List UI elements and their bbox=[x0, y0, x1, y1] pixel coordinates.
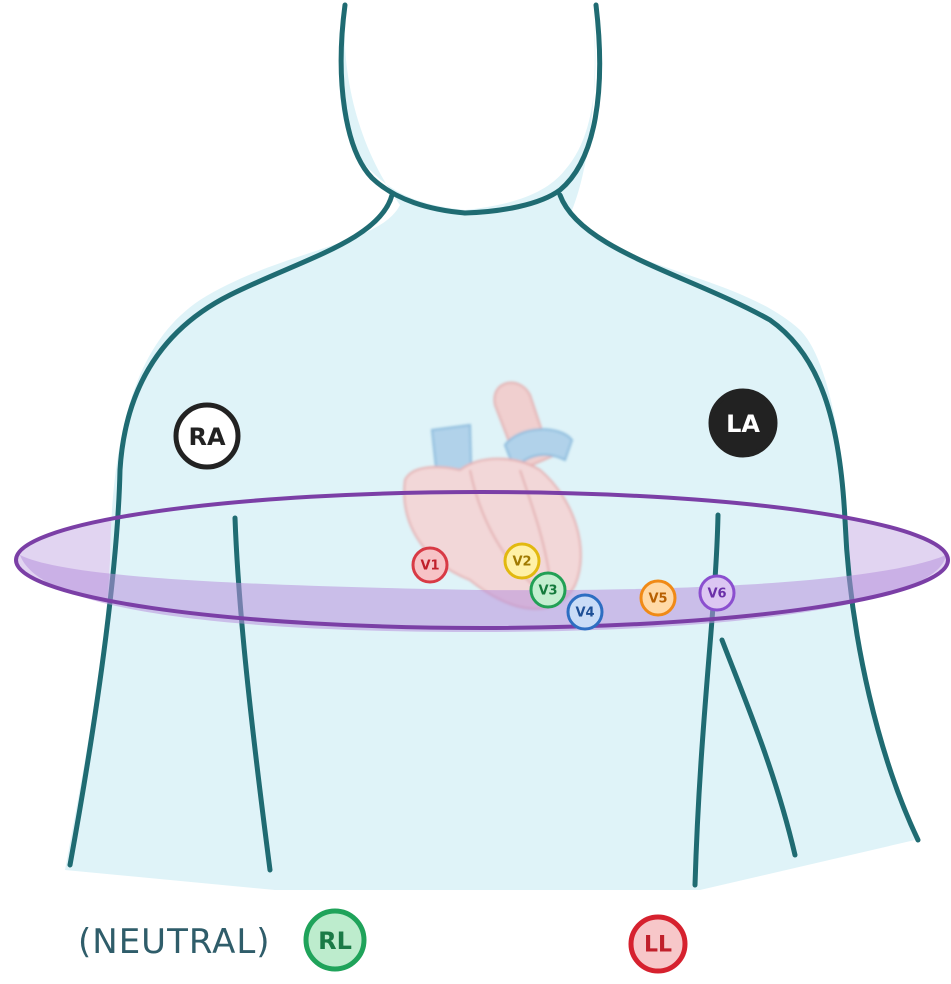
electrode-v2-label: V2 bbox=[512, 555, 531, 570]
electrode-ra: RA bbox=[176, 405, 238, 467]
electrode-v4-label: V4 bbox=[575, 606, 594, 621]
electrode-rl: RL bbox=[306, 911, 364, 969]
electrode-ll: LL bbox=[631, 917, 685, 971]
electrode-v3-label: V3 bbox=[538, 584, 557, 599]
electrode-rl-label: RL bbox=[318, 927, 352, 955]
electrode-v6: V6 bbox=[700, 576, 734, 610]
electrode-v2: V2 bbox=[505, 544, 539, 578]
electrode-v5: V5 bbox=[641, 581, 675, 615]
electrode-v6-label: V6 bbox=[707, 587, 726, 602]
electrode-v3: V3 bbox=[531, 573, 565, 607]
electrode-la: LA bbox=[711, 391, 775, 455]
electrode-v1: V1 bbox=[413, 548, 447, 582]
electrode-la-label: LA bbox=[726, 410, 760, 438]
electrode-ra-label: RA bbox=[188, 423, 225, 451]
neck-left-outline bbox=[341, 5, 465, 213]
electrode-ll-label: LL bbox=[644, 933, 672, 958]
electrode-v1-label: V1 bbox=[420, 559, 439, 574]
neutral-note: (NEUTRAL) bbox=[78, 922, 271, 962]
electrode-v4: V4 bbox=[568, 595, 602, 629]
electrode-v5-label: V5 bbox=[648, 592, 667, 607]
